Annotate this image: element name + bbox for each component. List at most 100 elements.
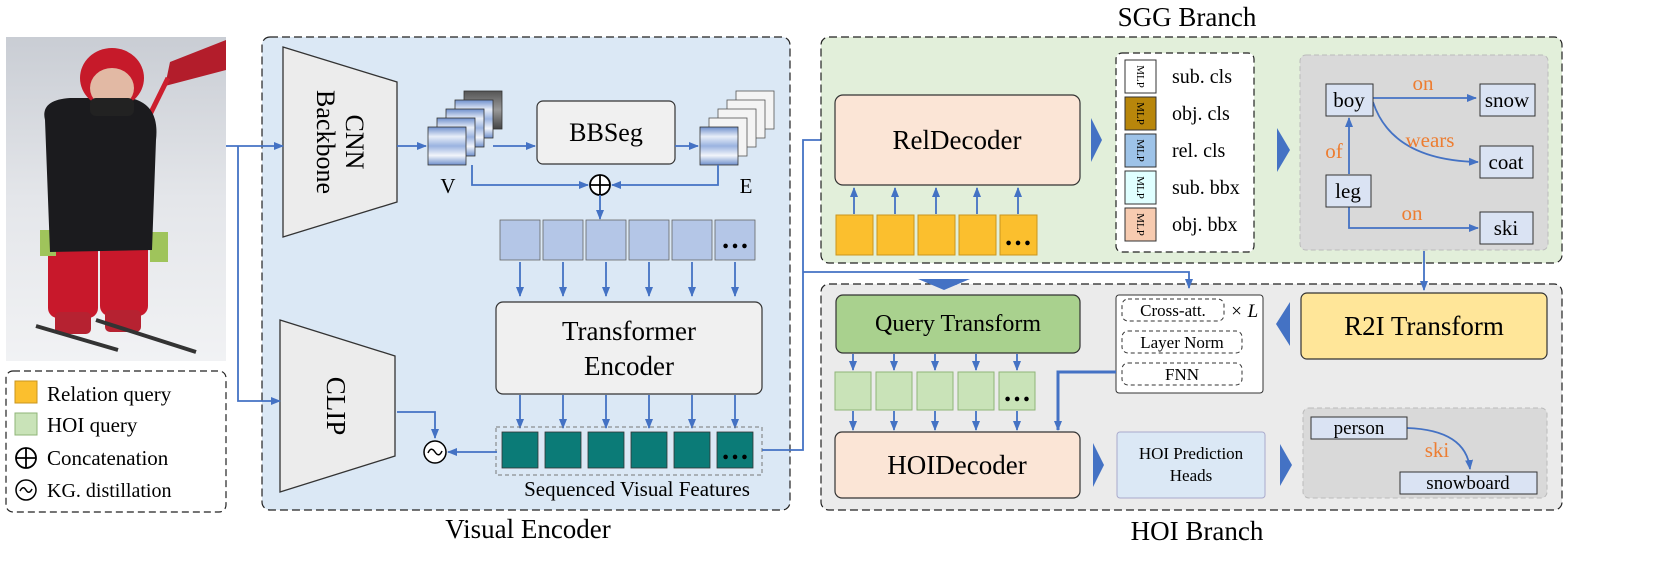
relation-queries: … (835, 214, 1038, 256)
node-snowboard (1399, 471, 1538, 495)
hoi-prediction-heads: HOI Prediction Heads (1116, 431, 1266, 499)
decoder-layer-spec: Cross-att. × L Layer Norm FNN (1115, 294, 1264, 394)
legend-distill: KG. distillation (47, 480, 171, 502)
token-row: … (499, 219, 756, 261)
node-leg (1325, 174, 1372, 208)
arrows-to-transformer (516, 262, 739, 297)
feature-token (630, 431, 668, 469)
hoidecoder-box: HOIDecoder (834, 431, 1081, 499)
distill-icon (423, 440, 447, 464)
layer-norm-label: Layer Norm (1140, 333, 1224, 352)
hoi-query (875, 371, 913, 411)
mlp-block (1124, 59, 1157, 94)
arrow-seq-hoi-attn (803, 271, 1193, 289)
relation-query (999, 214, 1038, 256)
edge-label-on: on (1413, 71, 1435, 95)
token (542, 219, 584, 261)
arrow-seq-reldecoder (762, 136, 833, 451)
flow-triangle (1280, 444, 1292, 486)
mlp-head-label: sub. bbx (1172, 177, 1240, 199)
node-boy (1325, 83, 1374, 117)
flow-triangle (1091, 118, 1102, 162)
arrows-to-reldecoder (850, 187, 1022, 214)
legend-hoi-swatch (14, 412, 38, 436)
token (714, 219, 756, 261)
legend-relation: Relation query (47, 382, 172, 406)
token (499, 219, 541, 261)
sgg-branch-title: SGG Branch (1118, 2, 1257, 32)
cnn-label-2: Backbone (311, 90, 340, 194)
concat-icon (15, 447, 37, 469)
legend-relation-swatch (14, 380, 38, 404)
hoi-query (916, 371, 954, 411)
arrow-spec-hoidecoder (1054, 370, 1116, 431)
node-person-label: person (1334, 418, 1385, 439)
feature-token (544, 431, 582, 469)
transformer-label-2: Encoder (584, 351, 674, 381)
scene-graph: boy snow coat leg ski on wears of on (1325, 71, 1536, 245)
sequenced-visual-features: … (495, 426, 763, 476)
visual-encoder-title: Visual Encoder (445, 514, 611, 544)
arrows-to-hoidecoder (849, 411, 1021, 431)
arrow-img-clip (237, 146, 281, 405)
e-feature-stack (699, 90, 775, 166)
query-transform-label: Query Transform (875, 311, 1041, 337)
query-transform-box: Query Transform (835, 294, 1081, 354)
hoi-heads-label-1: HOI Prediction (1139, 444, 1244, 463)
hoi-branch-title: HOI Branch (1131, 516, 1264, 546)
input-image (6, 37, 226, 361)
node-snow-label: snow (1485, 88, 1530, 112)
flow-triangle-left (1276, 302, 1290, 346)
mlp-head-label: obj. cls (1172, 103, 1230, 125)
mlp-block (1124, 207, 1157, 242)
node-leg-label: leg (1335, 179, 1361, 203)
r2i-transform-box: R2I Transform (1300, 292, 1548, 360)
legend-frame (5, 370, 227, 513)
relation-query (876, 214, 915, 256)
v-feature-stack (427, 90, 503, 166)
mlp-block-label: MLP (1134, 102, 1146, 125)
node-person (1310, 416, 1408, 440)
bbseg-box: BBSeg (536, 100, 676, 165)
mlp-block (1124, 96, 1157, 131)
token (628, 219, 670, 261)
feature-token (716, 431, 754, 469)
relation-ellipsis: … (1004, 221, 1032, 252)
node-ski (1479, 211, 1534, 245)
mlp-head-label: rel. cls (1172, 140, 1226, 162)
mlp-block-label: MLP (1134, 176, 1146, 199)
legend-concat: Concatenation (47, 446, 169, 470)
concat-icon (589, 174, 611, 196)
hoi-queries: … (834, 371, 1036, 411)
mlp-head-label: sub. cls (1172, 66, 1232, 88)
flow-triangle-down (918, 279, 970, 290)
arrows-to-sequence (516, 395, 739, 429)
node-coat-label: coat (1489, 150, 1524, 174)
reldecoder-label: RelDecoder (893, 125, 1022, 155)
edge-leg-ski (1348, 207, 1479, 232)
edge-label-ski: ski (1425, 438, 1450, 462)
mlp-block-label: MLP (1134, 139, 1146, 162)
transformer-label-1: Transformer (562, 316, 696, 346)
times-l-label: × L (1230, 301, 1258, 322)
reldecoder-box: RelDecoder (834, 94, 1081, 186)
node-snow (1479, 83, 1536, 117)
arrow-clip-distill (397, 411, 439, 439)
cross-att-label: Cross-att. (1140, 301, 1206, 320)
e-label: E (740, 174, 753, 198)
edge-person-snowboard (1406, 427, 1474, 470)
token (585, 219, 627, 261)
token-ellipsis: … (721, 224, 749, 255)
hoi-query-ellipsis: … (1003, 377, 1031, 408)
edge-label-of: of (1325, 139, 1343, 163)
cnn-label-1: CNN (340, 115, 369, 170)
arrows-query-transform (849, 354, 1021, 371)
hoi-query (957, 371, 995, 411)
relation-query (917, 214, 956, 256)
feature-token (673, 431, 711, 469)
clip-encoder: CLIP (279, 319, 396, 493)
r2i-label: R2I Transform (1344, 311, 1504, 341)
hoi-query (998, 371, 1036, 411)
